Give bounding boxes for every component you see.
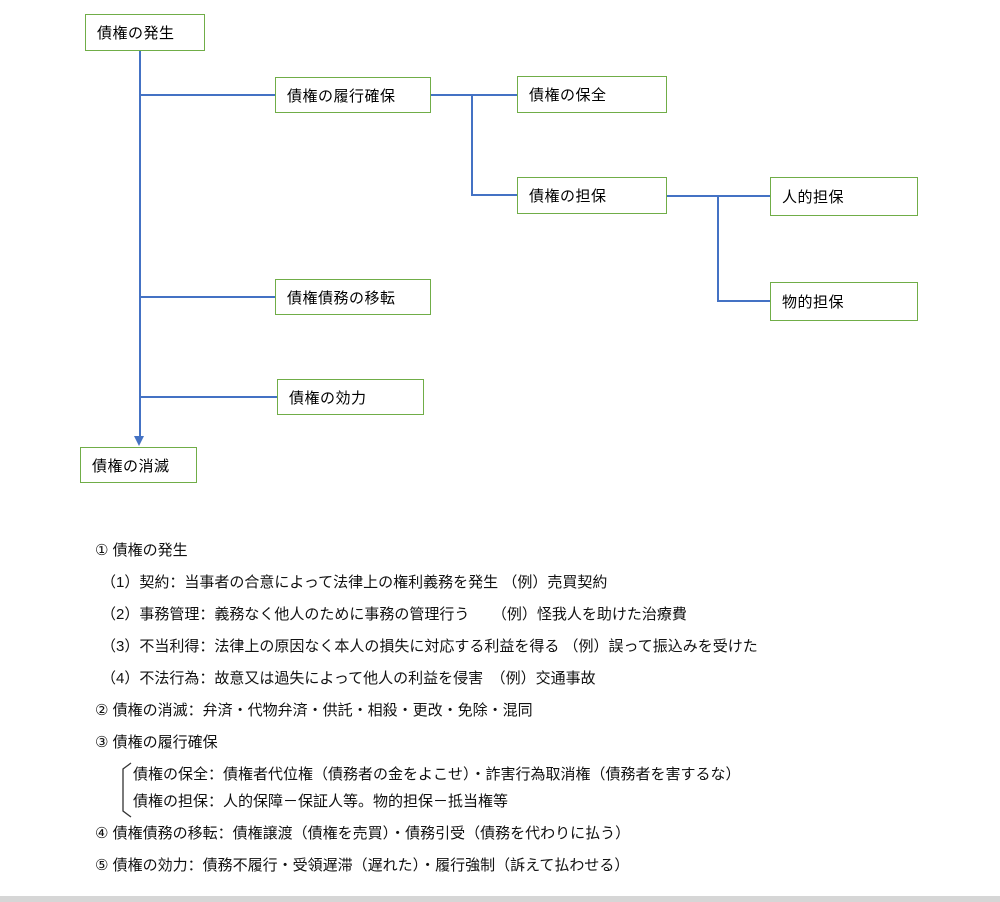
node-saiken-hassei-label: 債権の発生 xyxy=(97,25,175,42)
node-saiken-hassei: 債権の発生 xyxy=(85,14,205,51)
connector-to-rikou xyxy=(140,94,275,96)
node-rikou-kakuho-label: 債権の履行確保 xyxy=(287,87,396,105)
note-iten: ④ 債権債務の移転：債権譲渡（債権を売買）・債務引受（債務を代わりに払う） xyxy=(95,825,631,842)
node-butteki-tanpo: 物的担保 xyxy=(770,282,918,321)
note-keiyaku: （1）契約：当事者の合意によって法律上の権利義務を発生 （例）売買契約 xyxy=(101,574,608,591)
note-futouritoku: （3）不当利得：法律上の原因なく本人の損失に対応する利益を得る （例）誤って振込… xyxy=(101,638,758,655)
left-bracket-icon xyxy=(122,762,132,818)
node-saiken-tanpo: 債権の担保 xyxy=(517,177,667,214)
node-saiken-kouryoku-label: 債権の効力 xyxy=(289,389,367,407)
node-saiken-hozen-label: 債権の保全 xyxy=(529,87,607,104)
connector-branch2-vertical xyxy=(717,195,719,301)
notes-section: ① 債権の発生 （1）契約：当事者の合意によって法律上の権利義務を発生 （例）売… xyxy=(95,535,975,882)
arrow-down-icon xyxy=(134,436,144,446)
node-saiken-hozen: 債権の保全 xyxy=(517,76,667,113)
connector-to-kouryoku xyxy=(140,396,277,398)
connector-main-vertical xyxy=(139,51,141,437)
connector-to-butteki xyxy=(717,300,770,302)
node-saiken-kouryoku: 債権の効力 xyxy=(277,379,424,415)
bottom-border xyxy=(0,896,1000,902)
note-hassei-heading: ① 債権の発生 xyxy=(95,542,188,559)
note-jimukanri: （2）事務管理：義務なく他人のために事務の管理行う （例）怪我人を助けた治療費 xyxy=(101,606,687,623)
note-kouryoku: ⑤ 債権の効力：債務不履行・受領遅滞（遅れた）・履行強制（訴えて払わせる） xyxy=(95,857,630,874)
node-saimu-iten: 債権債務の移転 xyxy=(275,279,431,315)
node-saiken-shoumetsu: 債権の消滅 xyxy=(80,447,197,483)
node-saiken-shoumetsu-label: 債権の消滅 xyxy=(92,457,170,475)
connector-branch1-vertical xyxy=(471,94,473,195)
node-jinteki-tanpo: 人的担保 xyxy=(770,177,918,216)
node-saimu-iten-label: 債権債務の移転 xyxy=(287,289,396,307)
note-rikou-heading: ③ 債権の履行確保 xyxy=(95,734,218,751)
note-shoumetsu: ② 債権の消滅：弁済・代物弁済・供託・相殺・更改・免除・混同 xyxy=(95,702,533,719)
note-fuhoukoui: （4）不法行為：故意又は過失によって他人の利益を侵害 （例）交通事故 xyxy=(101,670,596,687)
connector-to-tanpo xyxy=(471,194,517,196)
note-tanpo: 債権の担保：人的保障－保証人等。物的担保－抵当権等 xyxy=(133,793,509,810)
connector-tanpo-to-jinteki xyxy=(667,195,770,197)
node-rikou-kakuho: 債権の履行確保 xyxy=(275,77,431,113)
note-hozen: 債権の保全：債権者代位権（債務者の金をよこせ）・詐害行為取消権（債務者を害するな… xyxy=(133,766,741,783)
connector-to-iten xyxy=(140,296,275,298)
node-saiken-tanpo-label: 債権の担保 xyxy=(529,188,607,205)
node-butteki-tanpo-label: 物的担保 xyxy=(782,294,845,311)
connector-rikou-to-hozen xyxy=(431,94,517,96)
note-rikou-group: 債権の保全：債権者代位権（債務者の金をよこせ）・詐害行為取消権（債務者を害するな… xyxy=(95,761,975,818)
node-jinteki-tanpo-label: 人的担保 xyxy=(782,189,845,206)
